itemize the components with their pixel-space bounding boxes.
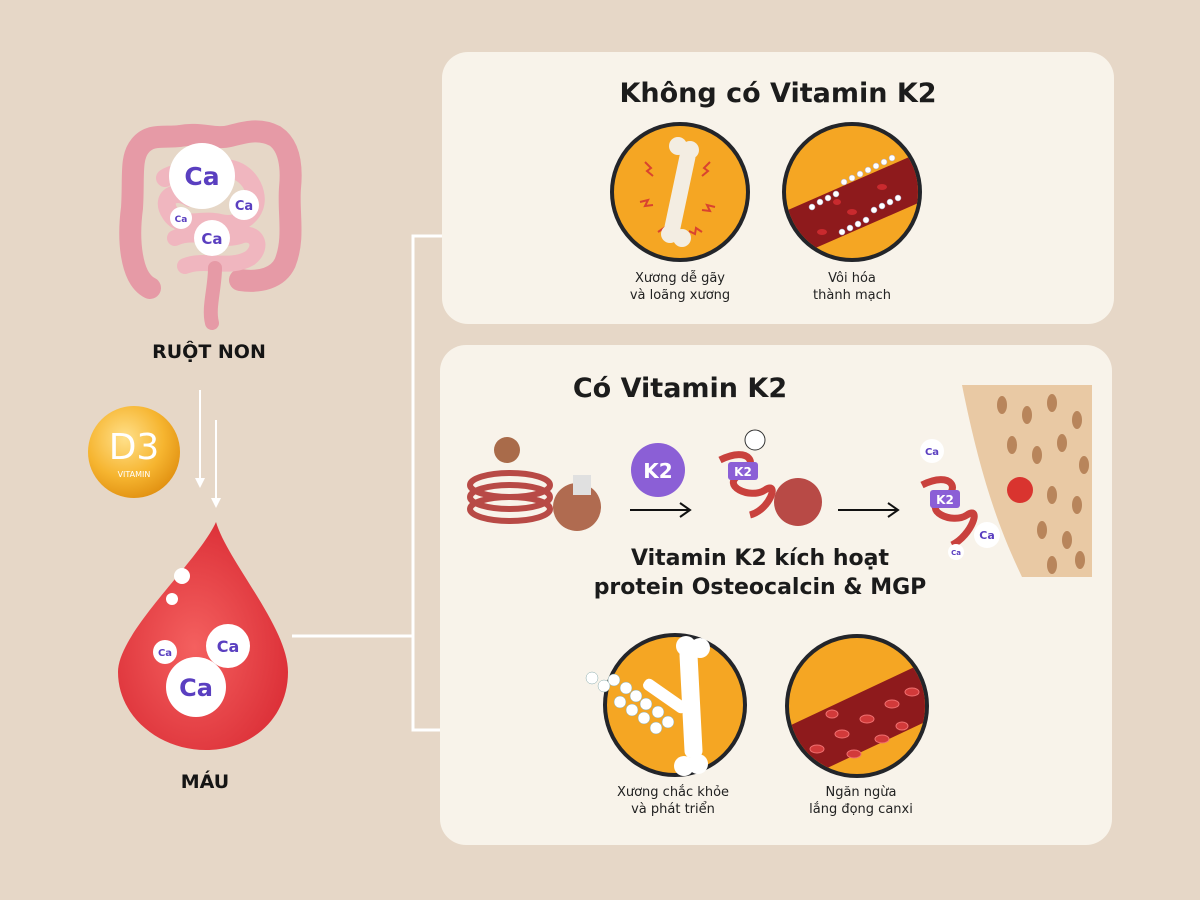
- bone-surface-illustration: K2 Ca Ca Ca: [920, 385, 1092, 577]
- svg-text:K2: K2: [734, 465, 752, 479]
- with-k2-title: Có Vitamin K2: [572, 373, 788, 404]
- inactive-protein-illustration: [467, 437, 601, 531]
- svg-text:K2: K2: [936, 493, 954, 507]
- blood-label: MÁU: [180, 771, 230, 793]
- svg-text:Ca: Ca: [235, 199, 253, 214]
- svg-text:K2: K2: [643, 459, 672, 483]
- blood-drop-illustration: Ca Ca Ca: [118, 522, 288, 750]
- strong-bone-caption: Xương chắc khỏe và phát triển: [616, 785, 730, 817]
- fragile-bone-caption: Xương dễ gãy và loãng xương: [629, 271, 731, 303]
- svg-text:Ca: Ca: [201, 230, 222, 248]
- activation-text: Vitamin K2 kích hoạt protein Osteocalcin…: [593, 546, 927, 600]
- ca-symbol: Ca: [184, 162, 219, 191]
- svg-text:Ca: Ca: [179, 674, 213, 702]
- svg-text:Ca: Ca: [158, 648, 172, 659]
- ca-circle-large: [169, 143, 235, 209]
- svg-text:VITAMIN: VITAMIN: [118, 470, 151, 479]
- svg-text:Ca: Ca: [175, 215, 188, 225]
- healthy-vessel-caption: Ngăn ngừa lắng đọng canxi: [809, 785, 913, 817]
- vitamin-d3-icon: D3 VITAMIN: [88, 406, 180, 498]
- calcified-vessel-circle: [782, 122, 922, 262]
- svg-text:Ca: Ca: [951, 549, 961, 557]
- svg-text:Ca: Ca: [925, 447, 939, 458]
- healthy-vessel-circle: [785, 634, 929, 778]
- fragile-bone-circle: [610, 122, 750, 262]
- arrow-right-2: [838, 502, 900, 518]
- arrow-right-1: [630, 502, 692, 518]
- activated-protein-illustration: K2: [718, 429, 822, 526]
- svg-text:Ca: Ca: [217, 637, 240, 656]
- without-k2-panel: Không có Vitamin K2: [442, 52, 1114, 324]
- intestine-label: RUỘT NON: [152, 341, 266, 363]
- k2-badge: K2: [631, 443, 685, 497]
- strong-bone-circle: [585, 633, 747, 777]
- calcified-vessel-caption: Vôi hóa thành mạch: [813, 271, 891, 303]
- without-k2-title: Không có Vitamin K2: [619, 78, 937, 109]
- svg-text:Ca: Ca: [979, 529, 995, 542]
- svg-text:D3: D3: [109, 427, 160, 468]
- intestine-illustration: Ca Ca Ca Ca: [119, 120, 302, 330]
